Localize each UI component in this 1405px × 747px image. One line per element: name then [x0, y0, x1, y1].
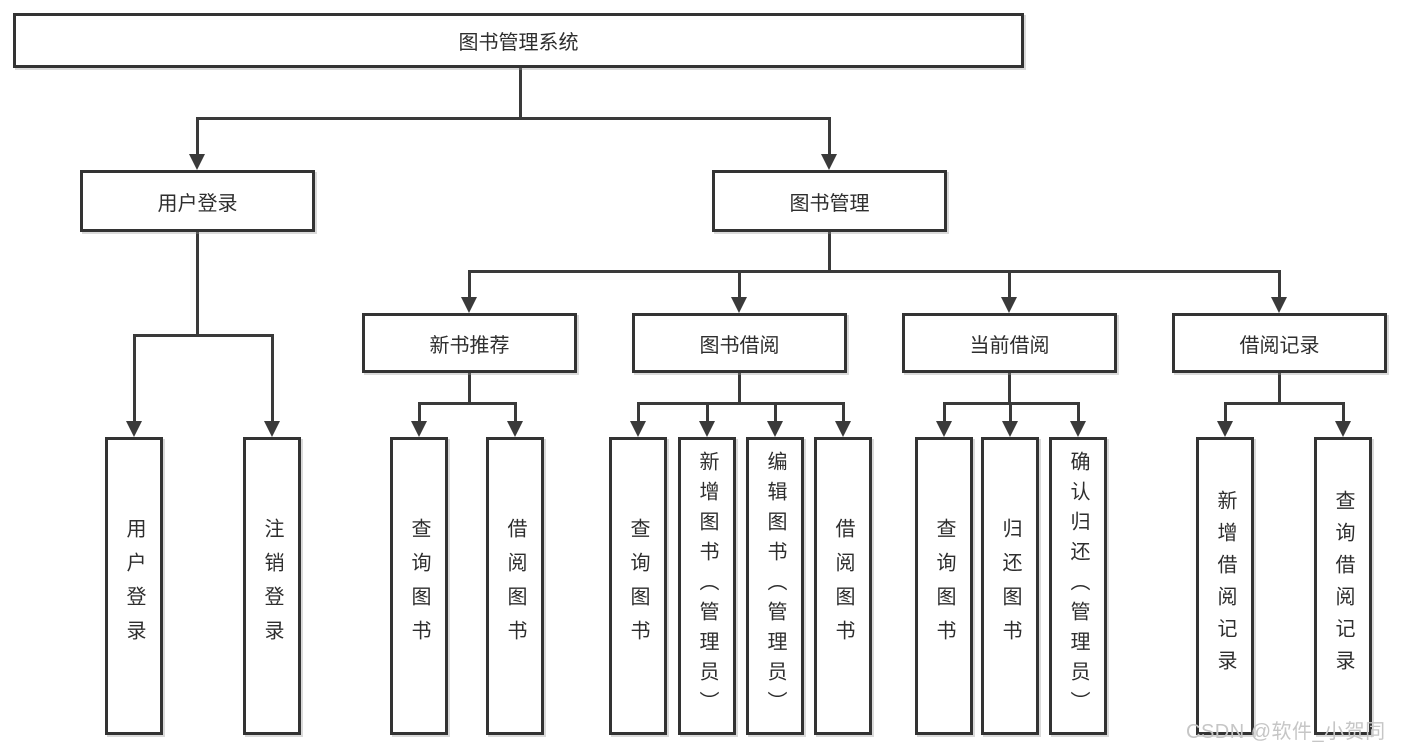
- node-library-management-system: 图书管理系统: [13, 13, 1024, 68]
- node-nb-query-books: 查询图书: [390, 437, 448, 735]
- arrowhead-down-icon: [936, 421, 952, 437]
- connector-branch-line: [418, 402, 517, 405]
- arrowhead-down-icon: [1070, 421, 1086, 437]
- arrowhead-down-icon: [1001, 297, 1017, 313]
- node-cb-query-books: 查询图书: [915, 437, 973, 735]
- node-label: 归还图书: [999, 518, 1021, 654]
- connector-stub-line: [828, 232, 831, 273]
- watermark: CSDN @软件_小贺同学: [1186, 721, 1386, 743]
- node-label: 用户登录: [123, 518, 145, 654]
- arrowhead-down-icon: [699, 421, 715, 437]
- connector-drop-line: [738, 270, 741, 297]
- arrowhead-down-icon: [821, 154, 837, 170]
- node-logout: 注销登录: [243, 437, 301, 735]
- arrowhead-down-icon: [835, 421, 851, 437]
- node-bb-add-books-admin: 新增图书（管理员）: [678, 437, 736, 735]
- connector-drop-line: [1342, 402, 1345, 421]
- connector-drop-line: [1008, 270, 1011, 297]
- connector-drop-line: [706, 402, 709, 421]
- connector-drop-line: [418, 402, 421, 421]
- arrowhead-down-icon: [411, 421, 427, 437]
- node-cb-confirm-return-admin: 确认归还（管理员）: [1049, 437, 1107, 735]
- node-book-management-module: 图书管理: [712, 170, 947, 232]
- connector-branch-line: [133, 334, 274, 337]
- arrowhead-down-icon: [461, 297, 477, 313]
- connector-stub-line: [468, 373, 471, 405]
- connector-drop-line: [774, 402, 777, 421]
- node-label: 图书借阅: [699, 334, 780, 357]
- connector-branch-line: [468, 270, 1281, 273]
- connector-stub-line: [1008, 373, 1011, 405]
- node-new-book-recommend: 新书推荐: [362, 313, 577, 373]
- node-current-borrowing: 当前借阅: [902, 313, 1117, 373]
- arrowhead-down-icon: [1217, 421, 1233, 437]
- arrowhead-down-icon: [507, 421, 523, 437]
- node-label: 查询图书: [408, 518, 430, 654]
- connector-branch-line: [1224, 402, 1345, 405]
- node-label: 新增图书（管理员）: [696, 451, 718, 721]
- connector-branch-line: [637, 402, 845, 405]
- node-label: 用户登录: [157, 192, 238, 215]
- arrowhead-down-icon: [1271, 297, 1287, 313]
- node-label: 图书管理: [789, 192, 870, 215]
- arrowhead-down-icon: [630, 421, 646, 437]
- arrowhead-down-icon: [189, 154, 205, 170]
- arrowhead-down-icon: [1335, 421, 1351, 437]
- node-label: 查询借阅记录: [1332, 490, 1354, 682]
- connector-drop-line: [133, 334, 136, 421]
- node-book-borrowing: 图书借阅: [632, 313, 847, 373]
- node-br-add-record: 新增借阅记录: [1196, 437, 1254, 735]
- node-label: 查询图书: [627, 518, 649, 654]
- node-label: 查询图书: [933, 518, 955, 654]
- node-label: 借阅图书: [832, 518, 854, 654]
- node-label: 确认归还（管理员）: [1067, 451, 1089, 721]
- connector-drop-line: [943, 402, 946, 421]
- node-br-query-record: 查询借阅记录: [1314, 437, 1372, 735]
- arrowhead-down-icon: [767, 421, 783, 437]
- connector-drop-line: [468, 270, 471, 297]
- connector-drop-line: [271, 334, 274, 421]
- connector-drop-line: [637, 402, 640, 421]
- node-borrowing-records: 借阅记录: [1172, 313, 1387, 373]
- connector-drop-line: [842, 402, 845, 421]
- arrowhead-down-icon: [264, 421, 280, 437]
- node-label: 新增借阅记录: [1214, 490, 1236, 682]
- node-bb-borrow-books: 借阅图书: [814, 437, 872, 735]
- node-label: 编辑图书（管理员）: [764, 451, 786, 721]
- node-user-login: 用户登录: [105, 437, 163, 735]
- connector-drop-line: [514, 402, 517, 421]
- connector-stub-line: [1278, 373, 1281, 405]
- connector-stub-line: [519, 68, 522, 118]
- arrowhead-down-icon: [126, 421, 142, 437]
- connector-drop-line: [196, 117, 199, 154]
- node-user-login-module: 用户登录: [80, 170, 315, 232]
- node-label: 借阅记录: [1239, 334, 1320, 357]
- connector-drop-line: [1077, 402, 1080, 421]
- connector-stub-line: [738, 373, 741, 405]
- node-cb-return-books: 归还图书: [981, 437, 1039, 735]
- connector-drop-line: [1009, 402, 1012, 421]
- node-bb-query-books: 查询图书: [609, 437, 667, 735]
- arrowhead-down-icon: [731, 297, 747, 313]
- node-label: 借阅图书: [504, 518, 526, 654]
- connector-branch-line: [196, 117, 831, 120]
- node-nb-borrow-books: 借阅图书: [486, 437, 544, 735]
- node-label: 图书管理系统: [458, 32, 579, 54]
- connector-drop-line: [1278, 270, 1281, 297]
- connector-drop-line: [1224, 402, 1227, 421]
- node-label: 新书推荐: [429, 334, 510, 357]
- arrowhead-down-icon: [1002, 421, 1018, 437]
- connector-drop-line: [828, 117, 831, 154]
- node-label: 注销登录: [261, 518, 283, 654]
- connector-stub-line: [196, 232, 199, 336]
- node-bb-edit-books-admin: 编辑图书（管理员）: [746, 437, 804, 735]
- node-label: 当前借阅: [969, 334, 1050, 357]
